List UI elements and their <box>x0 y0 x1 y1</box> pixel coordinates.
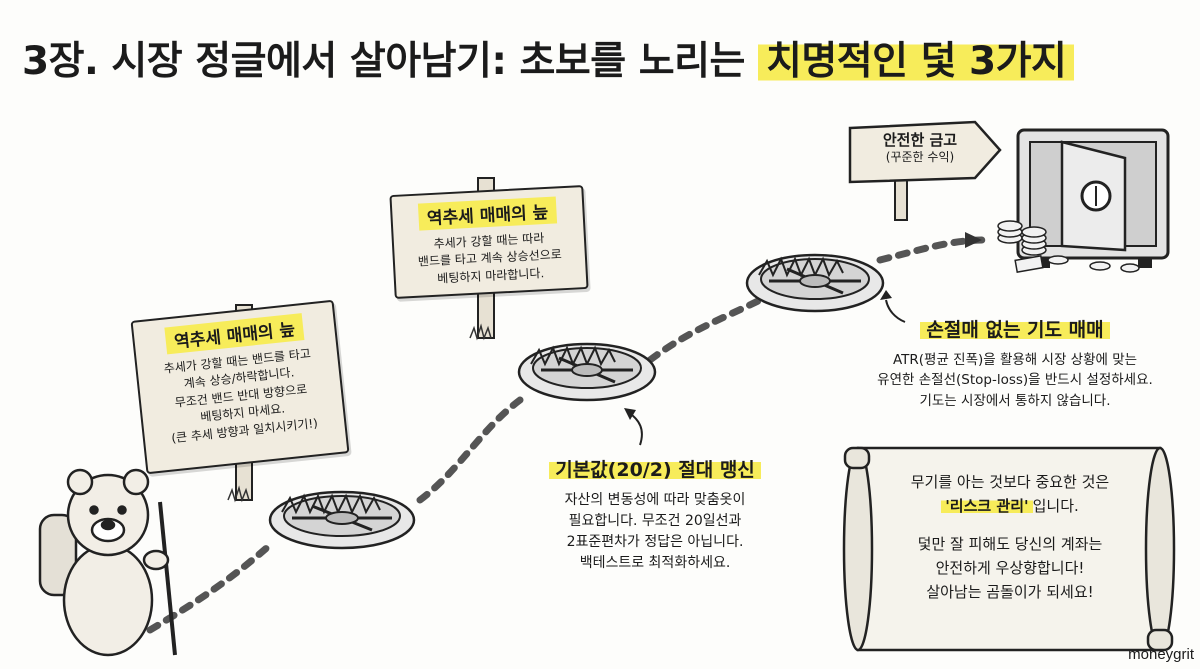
trap2-callout: 기본값(20/2) 절대 맹신 자산의 변동성에 따라 맞춤옷이 필요합니다. … <box>540 455 770 574</box>
trap3-callout-line: ATR(평균 진폭)을 활용해 시장 상황에 맞는 <box>892 352 1138 368</box>
page-title: 3장. 시장 정글에서 살아남기: 초보를 노리는 치명적인 덫 3가지 <box>22 30 1075 86</box>
trap3-callout-line: 기도는 시장에서 통하지 않습니다. <box>919 392 1111 409</box>
watermark: moneygrit <box>1128 646 1194 663</box>
title-prefix: 3장. 시장 정글에서 살아남기: 초보를 노리는 <box>22 39 758 84</box>
scroll-line: '리스크 관리'입니다. <box>880 494 1140 518</box>
scroll-line: 무기를 아는 것보다 중요한 것은 <box>910 473 1110 491</box>
trap2-callout-body: 자산의 변동성에 따라 맞춤옷이 필요합니다. 무조건 20일선과 2표준편차가… <box>540 490 770 574</box>
trap3-callout-body: ATR(평균 진폭)을 활용해 시장 상황에 맞는 유연한 손절선(Stop-l… <box>850 350 1180 411</box>
trap3-callout-line: 유연한 손절선(Stop-loss)을 반드시 설정하세요. <box>877 372 1153 389</box>
pointer-arrow <box>885 299 906 323</box>
scroll-line: 안전하게 우상향합니다! <box>935 559 1085 577</box>
scroll-icon <box>842 446 1176 652</box>
trap2-callout-line: 2표준편차가 정답은 아닙니다. <box>566 534 744 550</box>
bear-hiker-icon <box>38 468 177 657</box>
trap3-callout: 손절매 없는 기도 매매 ATR(평균 진폭)을 활용해 시장 상황에 맞는 유… <box>850 315 1180 411</box>
safe-sign: 안전한 금고 (꾸준한 수익) <box>860 131 980 165</box>
trap2-callout-heading: 기본값(20/2) 절대 맹신 <box>549 459 761 481</box>
bear-trap-icon <box>517 342 657 402</box>
grass <box>227 323 492 503</box>
scroll-line: 덫만 잘 피해도 당신의 계좌는 <box>917 535 1103 553</box>
scroll-key-phrase: '리스크 관리' <box>941 497 1033 515</box>
scroll-spacer <box>880 518 1140 532</box>
trap2-callout-line: 백테스트로 최적화하세요. <box>579 555 731 571</box>
trap1-sign: 역추세 매매의 늪 추세가 강할 때는 밴드를 타고 계속 상승/하락합니다. … <box>130 299 350 475</box>
title-highlight: 치명적인 덫 3가지 <box>757 39 1075 84</box>
trap2-callout-line: 필요합니다. 무조건 20일선과 <box>568 513 742 529</box>
bear-trap-icon <box>268 490 416 550</box>
bear-trap-icon <box>745 253 885 313</box>
scroll-line: 살아남는 곰돌이가 되세요! <box>926 583 1094 601</box>
trap2-sign: 역추세 매매의 늪 추세가 강할 때는 따라 밴드를 타고 계속 상승선으로 베… <box>389 184 589 300</box>
safe-sign-label: 안전한 금고 <box>882 131 958 149</box>
coin-stack-icon <box>997 220 1140 274</box>
wooden-sign-icon <box>848 120 1002 184</box>
safe-icon <box>1016 128 1170 268</box>
safe-sign-sub: (꾸준한 수익) <box>885 149 955 164</box>
trap3-callout-heading: 손절매 없는 기도 매매 <box>920 319 1110 341</box>
footpath <box>146 236 989 634</box>
scroll-message: 무기를 아는 것보다 중요한 것은 '리스크 관리'입니다. 덫만 잘 피해도 … <box>880 470 1140 604</box>
scroll-line-suffix: 입니다. <box>1032 497 1079 515</box>
trap1-sign-body: 추세가 강할 때는 밴드를 타고 계속 상승/하락합니다. 무조건 밴드 반대 … <box>137 343 345 450</box>
trap2-callout-line: 자산의 변동성에 따라 맞춤옷이 <box>564 492 746 508</box>
trap2-sign-body: 추세가 강할 때는 따라 밴드를 타고 계속 상승선으로 베팅하지 마라합니다. <box>394 228 586 290</box>
trap2-sign-heading: 역추세 매매의 늪 <box>418 196 557 231</box>
